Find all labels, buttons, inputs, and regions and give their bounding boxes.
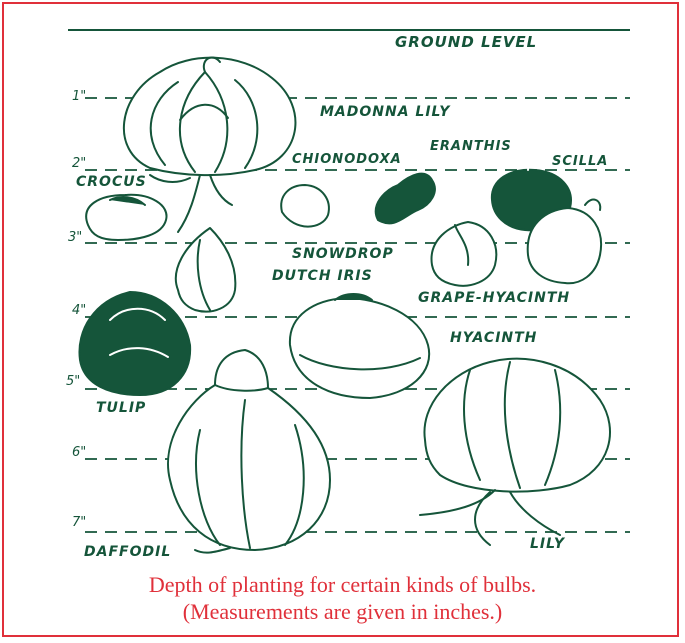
lily-bulb [420, 359, 610, 545]
grape-hyacinth-label: GRAPE-HYACINTH [418, 290, 570, 306]
dutch-iris-bulb [176, 228, 236, 312]
caption-line-1: Depth of planting for certain kinds of b… [0, 571, 685, 598]
depth-marker-5: 5" [66, 374, 80, 389]
crocus-label: CROCUS [76, 174, 147, 190]
depth-marker-2: 2" [72, 156, 86, 171]
scilla-label: SCILLA [552, 154, 608, 169]
eranthis-label: ERANTHIS [430, 139, 512, 154]
depth-marker-1: 1" [72, 89, 86, 104]
tulip-label: TULIP [96, 400, 146, 416]
madonna-lily-label: MADONNA LILY [320, 104, 451, 120]
daffodil-bulb [168, 350, 330, 553]
hyacinth-bulb [290, 294, 429, 398]
chionodoxa-label: CHIONODOXA [292, 152, 402, 167]
hyacinth-label: HYACINTH [450, 330, 537, 346]
snowdrop-label: SNOWDROP [292, 246, 394, 262]
eranthis-tuber [376, 174, 435, 224]
depth-marker-3: 3" [68, 230, 82, 245]
chionodoxa-bulb [281, 185, 329, 227]
tulip-bulb [79, 292, 190, 395]
caption-line-2: (Measurements are given in inches.) [0, 598, 685, 625]
bulb-depth-diagram: GROUND LEVEL 1" 2" 3" 4" 5" 6" 7" [0, 0, 685, 570]
depth-marker-7: 7" [72, 515, 86, 530]
depth-marker-6: 6" [72, 445, 86, 460]
ground-level-label: GROUND LEVEL [395, 33, 537, 51]
daffodil-label: DAFFODIL [84, 544, 171, 560]
lily-label: LILY [530, 536, 566, 552]
dutch-iris-label: DUTCH IRIS [272, 268, 373, 284]
crocus-bulb [86, 195, 166, 240]
depth-marker-4: 4" [72, 303, 86, 318]
